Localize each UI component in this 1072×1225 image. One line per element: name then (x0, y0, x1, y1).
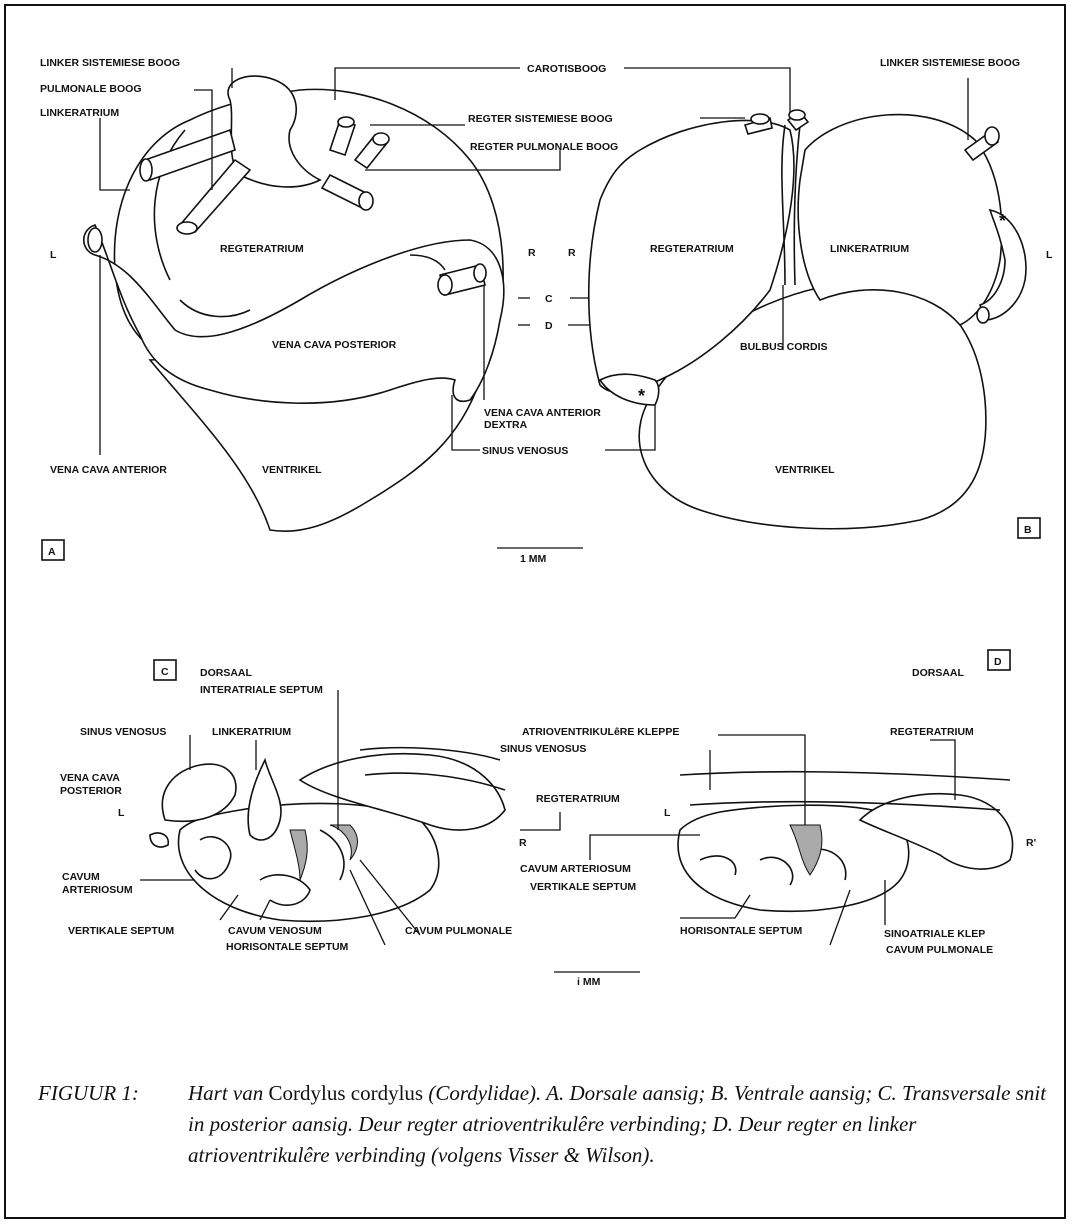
a-left-arch-opening (140, 159, 152, 181)
c-label-r: R (519, 837, 527, 849)
c-label-arteriosum: ARTERIOSUM (62, 884, 133, 896)
d-label-regteratrium: REGTERATRIUM (890, 726, 974, 738)
caption-species: Cordylus cordylus (269, 1081, 424, 1105)
scale-label-top: 1 MM (520, 553, 547, 565)
a-label-pulmonale-boog: PULMONALE BOOG (40, 83, 142, 95)
c-label-vena-cava-1: VENA CAVA (60, 772, 120, 784)
a-label-regteratrium: REGTERATRIUM (220, 243, 304, 255)
c-linkeratrium (248, 760, 281, 840)
a-label-vena-cava-posterior: VENA CAVA POSTERIOR (272, 339, 397, 351)
b-label-regteratrium: REGTERATRIUM (650, 243, 734, 255)
b-box-letter: B (1024, 524, 1032, 536)
a-label-carotisboog: CAROTISBOOG (527, 63, 606, 75)
b-star-2: * (999, 211, 1006, 231)
a-vena-cava-anterior-opening (88, 228, 102, 252)
c-label-sinus-venosus: SINUS VENOSUS (80, 726, 166, 738)
a-box-letter: A (48, 546, 56, 558)
a-vcad-opening (438, 275, 452, 295)
scale-label-bottom: i MM (577, 976, 601, 988)
a-label-linkeratrium: LINKERATRIUM (40, 107, 119, 119)
a-label-vena-cava-anterior: VENA CAVA ANTERIOR (50, 464, 167, 476)
caption-lead: FIGUUR 1: (38, 1078, 183, 1109)
a-label-r: R (528, 247, 536, 259)
c-label-sinus-venosus-2: SINUS VENOSUS (500, 743, 586, 755)
b-label-bulbus-cordis: BULBUS CORDIS (740, 341, 828, 353)
d-label-atrioventrikulere-kleppe: ATRIOVENTRIKULêRE KLEPPE (522, 726, 679, 738)
c-label-cavum-venosum: CAVUM VENOSUM (228, 925, 322, 937)
d-label-l: L (664, 807, 671, 819)
a-pulmonary-opening (177, 222, 197, 234)
c-ventricle-outline (178, 803, 438, 921)
panel-b-drawing (589, 78, 1026, 529)
b-left-arch-opening (985, 127, 999, 145)
d-label-r: R' (1026, 837, 1036, 849)
b-label-r: R (568, 247, 576, 259)
c-leader-ra (520, 812, 560, 830)
a-right-arch-1-opening (338, 117, 354, 127)
d-leader-ra (930, 740, 955, 800)
c-label-dorsaal: DORSAAL (200, 667, 253, 679)
a-leader-la (100, 118, 130, 190)
a-label-d: D (545, 320, 553, 332)
a-label-vena-cava-anterior-dextra-2: DEXTRA (484, 419, 528, 431)
d-label-horisontale-septum: HORISONTALE SEPTUM (680, 925, 803, 937)
c-label-horisontale-septum: HORISONTALE SEPTUM (226, 941, 349, 953)
a-right-pulmonary-opening (359, 192, 373, 210)
a-leader-carotis-r (624, 68, 790, 118)
panel-c-drawing (140, 690, 560, 945)
d-label-cavum-arteriosum: CAVUM ARTERIOSUM (520, 863, 631, 875)
caption-part1: Hart van (188, 1081, 269, 1105)
heart-diagram: LINKER SISTEMIESE BOOG PULMONALE BOOG LI… (0, 0, 1072, 1060)
a-label-ventrikel: VENTRIKEL (262, 464, 322, 476)
panel-d-drawing (590, 735, 1013, 945)
c-label-vena-cava-2: POSTERIOR (60, 785, 122, 797)
b-sinus-bottom (600, 374, 659, 405)
a-vcad-opening-2 (474, 264, 486, 282)
c-label-cavum-pulmonale: CAVUM PULMONALE (405, 925, 512, 937)
a-label-linker-sistemiese-boog: LINKER SISTEMIESE BOOG (40, 57, 180, 69)
d-box-letter: D (994, 656, 1002, 668)
c-label-l: L (118, 807, 125, 819)
c-label-cavum: CAVUM (62, 871, 100, 883)
a-label-regter-sistemiese-boog: REGTER SISTEMIESE BOOG (468, 113, 613, 125)
a-label-l: L (50, 249, 57, 261)
a-right-arch-2-opening (373, 133, 389, 145)
c-label-linkeratrium: LINKERATRIUM (212, 726, 291, 738)
a-label-regter-pulmonale-boog: REGTER PULMONALE BOOG (470, 141, 618, 153)
c-vena-cava-stub (150, 833, 168, 847)
b-label-ventrikel: VENTRIKEL (775, 464, 835, 476)
a-label-vena-cava-anterior-dextra-1: VENA CAVA ANTERIOR (484, 407, 601, 419)
b-star-1: * (638, 386, 645, 406)
c-box-letter: C (161, 666, 169, 678)
c-label-vertikale-septum: VERTIKALE SEPTUM (68, 925, 174, 937)
b-arch-2-opening (789, 110, 805, 120)
b-label-l: L (1046, 249, 1053, 261)
a-label-sinus-venosus: SINUS VENOSUS (482, 445, 568, 457)
d-label-sinoatriale-klep: SINOATRIALE KLEP (884, 928, 985, 940)
b-arch-1-opening (751, 114, 769, 124)
b-left-sinus-opening (977, 307, 989, 323)
c-label-regteratrium: REGTERATRIUM (536, 793, 620, 805)
b-label-linker-sistemiese-boog: LINKER SISTEMIESE BOOG (880, 57, 1020, 69)
caption-body: Hart van Cordylus cordylus (Cordylidae).… (188, 1078, 1048, 1171)
d-label-dorsaal: DORSAAL (912, 667, 965, 679)
a-label-c: C (545, 293, 553, 305)
b-label-linkeratrium: LINKERATRIUM (830, 243, 909, 255)
d-label-cavum-pulmonale: CAVUM PULMONALE (886, 944, 993, 956)
c-label-interatriale-septum: INTERATRIALE SEPTUM (200, 684, 323, 696)
d-label-vertikale-septum: VERTIKALE SEPTUM (530, 881, 636, 893)
